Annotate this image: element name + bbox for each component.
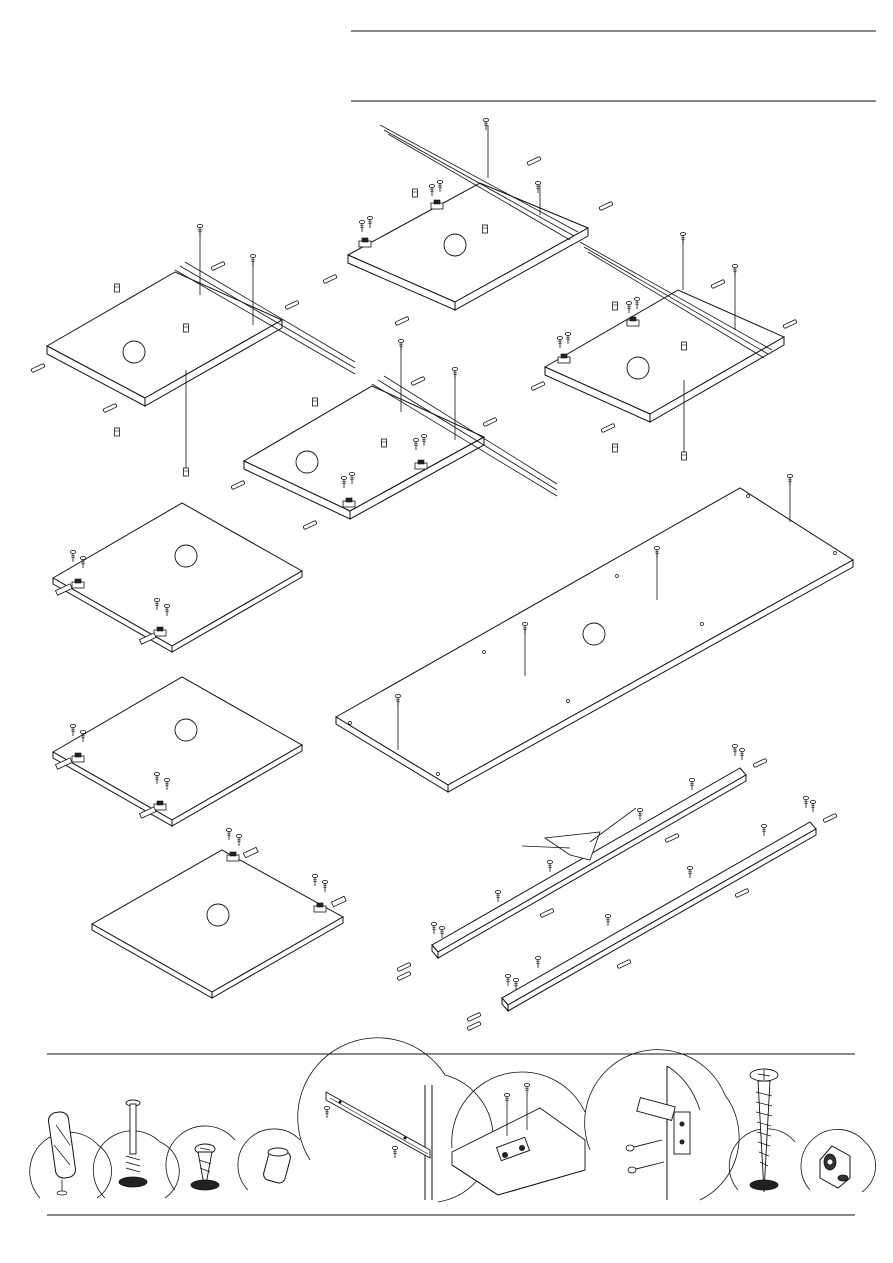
top-panel	[336, 474, 853, 792]
plastic-cap-icon	[238, 1129, 300, 1190]
drawer-runner-icon	[298, 1038, 493, 1202]
side-panel-2	[53, 677, 302, 826]
header-area	[351, 31, 876, 101]
corner-bracket-icon	[801, 1130, 876, 1193]
part-marker-circle	[296, 451, 318, 473]
part-marker-circle	[583, 623, 605, 645]
part-marker-circle	[627, 357, 649, 379]
side-panel-1	[53, 503, 302, 652]
hinge-plate-icon	[452, 1072, 585, 1195]
part-marker-circle	[175, 719, 197, 741]
cam-bolt-icon	[93, 1100, 179, 1198]
part-marker-circle	[207, 904, 229, 926]
fittings-legend	[30, 1038, 876, 1215]
hinge-mounting-icon	[585, 1050, 740, 1200]
panel-with-rails-4	[531, 232, 797, 460]
side-panel-3	[92, 828, 346, 998]
wood-dowel-icon	[30, 1111, 112, 1198]
part-marker-circle	[444, 234, 466, 256]
part-marker-circle	[175, 545, 197, 567]
panel-with-rails-3	[231, 339, 557, 529]
panel-with-rails-1	[323, 118, 613, 325]
part-marker-circle	[123, 341, 145, 363]
